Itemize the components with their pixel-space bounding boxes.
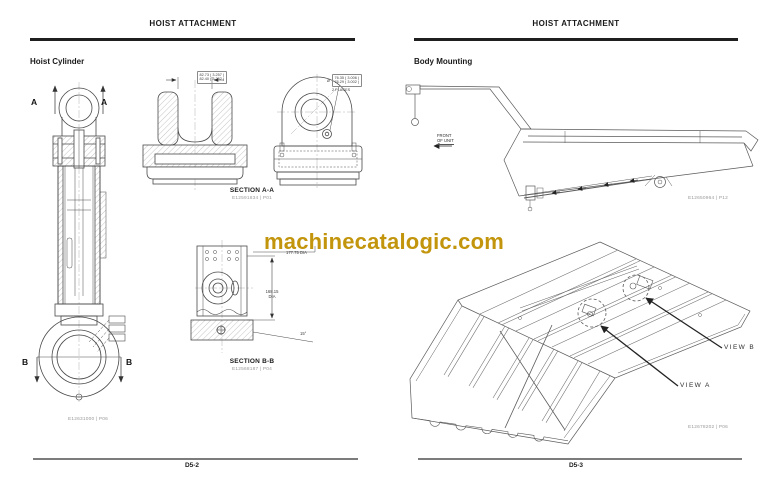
view-b-arrow bbox=[645, 297, 723, 349]
underside-view-caption: E12678202 | P06 bbox=[688, 425, 728, 430]
dim-line: 82.40 ( 3.252 ) bbox=[199, 77, 225, 82]
left-page-number: D5-2 bbox=[184, 462, 200, 469]
watermark-text: machinecatalogic.com bbox=[264, 229, 504, 254]
left-section-title: Hoist Cylinder bbox=[30, 57, 85, 66]
cylinder-section-figure bbox=[34, 82, 126, 403]
cylinder-figure-caption: E12631000 | P06 bbox=[68, 417, 108, 422]
section-bb-figure bbox=[190, 240, 316, 353]
dim-unit: DIA bbox=[268, 294, 276, 300]
section-line-a-label-left: A bbox=[31, 97, 38, 107]
body-mounting-drawing bbox=[405, 84, 759, 445]
view-a-detail-circle bbox=[577, 298, 607, 328]
body-side-view-figure bbox=[405, 84, 759, 212]
section-bb-dim-inner: 168.15 DIA bbox=[256, 289, 288, 300]
dim-line: 76.29 ( 3.002 ) bbox=[334, 80, 360, 85]
front-label-line: OF UNIT bbox=[437, 138, 454, 145]
section-line-b-label-right: B bbox=[126, 357, 133, 367]
section-aa-title: SECTION A-A bbox=[229, 187, 275, 194]
dim-line: 76.35 ( 3.006 ) bbox=[334, 75, 360, 80]
right-footer-rule bbox=[418, 458, 742, 461]
right-page-number: D5-3 bbox=[568, 462, 584, 469]
front-label-line: FRONT bbox=[437, 133, 452, 138]
hoist-cylinder-drawing bbox=[34, 74, 363, 403]
dim-line: 2 PLACES bbox=[332, 87, 351, 92]
section-line-b-label-left: B bbox=[22, 357, 29, 367]
diameter-symbol: ø bbox=[327, 78, 330, 83]
right-page-header: HOIST ATTACHMENT bbox=[532, 19, 620, 28]
front-of-unit-label: FRONT OF UNIT bbox=[437, 133, 454, 145]
section-bb-dim-outer: 177.75 DIA bbox=[286, 250, 307, 255]
body-underside-view-figure bbox=[409, 241, 751, 445]
right-header-rule bbox=[414, 38, 738, 41]
view-b-detail-circle bbox=[622, 274, 650, 302]
section-aa-caption: E12591834 | P01 bbox=[232, 196, 272, 201]
view-a-arrow bbox=[600, 325, 679, 387]
dim-value: 168.15 bbox=[265, 289, 279, 294]
section-bb-title: SECTION B-B bbox=[229, 358, 275, 365]
view-b-label: VIEW B bbox=[724, 344, 756, 351]
section-bb-dim-angle: 15° bbox=[300, 331, 307, 336]
dim-line: 82.73 ( 3.257 ) bbox=[199, 72, 225, 77]
left-footer-rule bbox=[33, 458, 358, 461]
left-page-header: HOIST ATTACHMENT bbox=[149, 19, 237, 28]
section-aa-dimension: 82.73 ( 3.257 ) 82.40 ( 3.252 ) bbox=[197, 71, 227, 84]
end-view-dimension: 76.35 ( 3.006 ) 76.29 ( 3.002 ) 2 PLACES bbox=[332, 74, 362, 93]
section-bb-caption: E12568187 | P04 bbox=[232, 367, 272, 372]
right-section-title: Body Mounting bbox=[414, 57, 473, 66]
view-a-label: VIEW A bbox=[680, 382, 711, 389]
section-aa-figure bbox=[142, 77, 248, 192]
side-view-caption: E12650964 | P12 bbox=[688, 196, 728, 201]
section-line-a-label-right: A bbox=[101, 97, 108, 107]
cylinder-end-view-figure bbox=[273, 74, 363, 188]
left-header-rule bbox=[30, 38, 355, 41]
